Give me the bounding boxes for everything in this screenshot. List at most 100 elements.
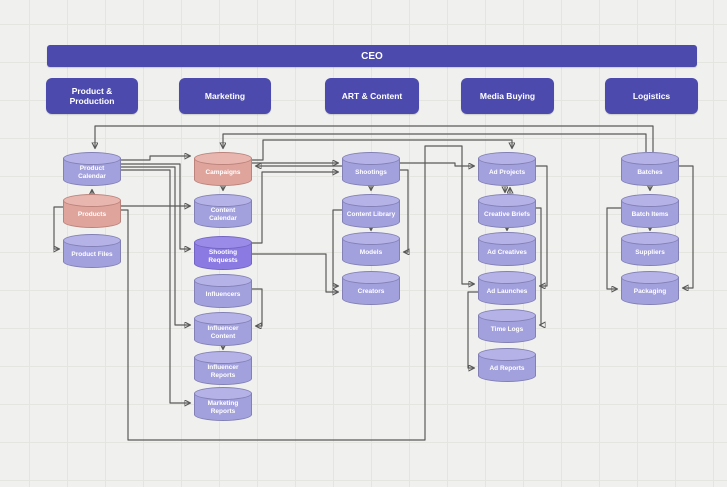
db-node-influencers[interactable]: Influencers — [194, 274, 252, 308]
db-node-label: Product Calendar — [78, 165, 106, 180]
cylinder-top — [478, 152, 536, 165]
cylinder-top — [342, 271, 400, 284]
db-node-label: Influencer Content — [207, 325, 239, 340]
db-node-ad-launches[interactable]: Ad Launches — [478, 271, 536, 305]
department-label: Logistics — [632, 91, 671, 101]
cylinder-top — [342, 152, 400, 165]
db-node-content-calendar[interactable]: Content Calendar — [194, 194, 252, 228]
db-node-label: Shootings — [355, 169, 387, 177]
ceo-label: CEO — [361, 50, 383, 62]
department-node-art-content[interactable]: ART & Content — [325, 78, 419, 114]
db-node-models[interactable]: Models — [342, 232, 400, 266]
edge-products-to-ad-launches — [121, 145, 474, 441]
edge-product-calendar-to-campaigns — [121, 156, 190, 161]
db-node-label: Ad Projects — [488, 169, 526, 177]
department-label: Marketing — [204, 91, 246, 101]
edge-ad-launches-to-ad-reports — [467, 291, 478, 368]
db-node-label: Creative Briefs — [484, 211, 530, 219]
cylinder-top — [194, 351, 252, 364]
db-node-label: Influencer Reports — [207, 364, 239, 379]
department-node-marketing[interactable]: Marketing — [179, 78, 271, 114]
cylinder-top — [621, 232, 679, 245]
db-node-marketing-reports[interactable]: Marketing Reports — [194, 387, 252, 421]
db-node-ad-creatives[interactable]: Ad Creatives — [478, 232, 536, 266]
db-node-campaigns[interactable]: Campaigns — [194, 152, 252, 186]
db-node-label: Campaigns — [205, 169, 241, 177]
cylinder-top — [342, 194, 400, 207]
cylinder-top — [194, 236, 252, 249]
cylinder-top — [63, 234, 121, 247]
db-node-label: Suppliers — [635, 249, 665, 257]
db-node-content-library[interactable]: Content Library — [342, 194, 400, 228]
db-node-label: Ad Launches — [486, 288, 528, 296]
db-node-label: Creators — [357, 288, 385, 296]
edge-creative-briefs-to-time-logs — [536, 207, 541, 325]
db-node-label: Models — [359, 249, 383, 257]
cylinder-top — [478, 232, 536, 245]
db-node-label: Products — [77, 211, 107, 219]
db-node-suppliers[interactable]: Suppliers — [621, 232, 679, 266]
cylinder-top — [478, 194, 536, 207]
cylinder-top — [194, 312, 252, 325]
cylinder-top — [342, 232, 400, 245]
db-node-influencer-reports[interactable]: Influencer Reports — [194, 351, 252, 385]
edge-influencers-to-influencer-content — [252, 288, 263, 326]
edge-products-to-product-files — [53, 206, 63, 249]
cylinder-top — [478, 309, 536, 322]
edge-shootings-to-models — [400, 169, 408, 252]
cylinder-top — [621, 271, 679, 284]
edge-campaigns-to-ad-projects — [252, 139, 512, 161]
db-node-label: Batch Items — [631, 211, 669, 219]
cylinder-top — [63, 152, 121, 165]
db-node-ad-projects[interactable]: Ad Projects — [478, 152, 536, 186]
cylinder-top — [194, 152, 252, 165]
db-node-creators[interactable]: Creators — [342, 271, 400, 305]
db-node-label: Ad Reports — [489, 365, 525, 373]
edge-shooting-requests-to-creators — [252, 253, 338, 292]
db-node-ad-reports[interactable]: Ad Reports — [478, 348, 536, 382]
db-node-influencer-content[interactable]: Influencer Content — [194, 312, 252, 346]
db-node-batches[interactable]: Batches — [621, 152, 679, 186]
department-label: Product & Production — [69, 86, 115, 106]
cylinder-top — [194, 194, 252, 207]
cylinder-top — [194, 274, 252, 287]
db-node-label: Marketing Reports — [207, 400, 239, 415]
db-node-label: Ad Creatives — [487, 249, 527, 257]
edge-ad-projects-to-ad-launches — [536, 165, 548, 286]
db-node-creative-briefs[interactable]: Creative Briefs — [478, 194, 536, 228]
db-node-label: Content Calendar — [209, 207, 237, 222]
department-node-product-production[interactable]: Product & Production — [46, 78, 138, 114]
db-node-label: Time Logs — [490, 326, 524, 334]
db-node-product-files[interactable]: Product Files — [63, 234, 121, 268]
edge-shooting-requests-to-shootings — [252, 172, 338, 244]
ceo-node[interactable]: CEO — [47, 45, 697, 67]
db-node-packaging[interactable]: Packaging — [621, 271, 679, 305]
db-node-shootings[interactable]: Shootings — [342, 152, 400, 186]
edge-batches-to-campaigns — [223, 133, 647, 152]
cylinder-top — [478, 271, 536, 284]
edge-batches-to-product-calendar — [95, 125, 654, 152]
db-node-label: Content Library — [346, 211, 396, 219]
db-node-label: Product Files — [71, 251, 113, 259]
db-node-label: Influencers — [205, 291, 241, 299]
edge-shootings-to-ad-projects — [400, 162, 474, 166]
edge-content-library-to-creators — [332, 209, 342, 286]
edge-product-calendar-to-influencer-content — [121, 166, 190, 325]
department-label: ART & Content — [341, 91, 403, 101]
db-node-label: Shooting Requests — [208, 249, 238, 264]
db-node-time-logs[interactable]: Time Logs — [478, 309, 536, 343]
cylinder-top — [478, 348, 536, 361]
db-node-shooting-requests[interactable]: Shooting Requests — [194, 236, 252, 270]
department-node-logistics[interactable]: Logistics — [605, 78, 698, 114]
db-node-products[interactable]: Products — [63, 194, 121, 228]
db-node-label: Packaging — [633, 288, 667, 296]
department-node-media-buying[interactable]: Media Buying — [461, 78, 554, 114]
db-node-label: Batches — [637, 169, 663, 177]
db-node-batch-items[interactable]: Batch Items — [621, 194, 679, 228]
cylinder-top — [621, 194, 679, 207]
db-node-product-calendar[interactable]: Product Calendar — [63, 152, 121, 186]
cylinder-top — [621, 152, 679, 165]
edge-batches-to-packaging — [679, 165, 694, 288]
